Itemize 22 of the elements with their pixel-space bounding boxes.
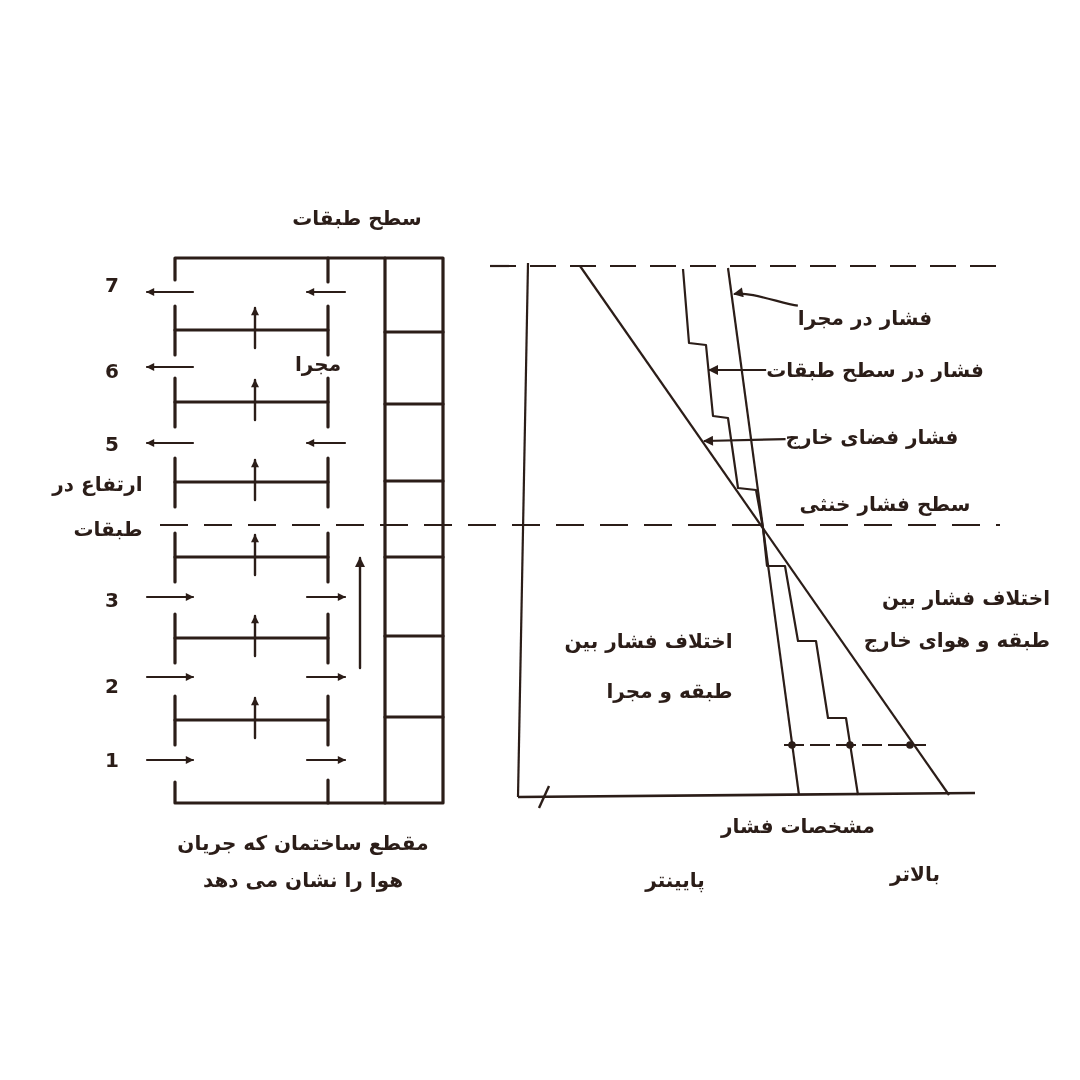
text-label: اختلاف فشار بین طبقه و هوای خارج <box>862 585 1050 654</box>
leader-line <box>733 288 799 307</box>
callout-label: فشار فضای خارج <box>785 424 959 450</box>
floor-number: 1 <box>105 747 119 773</box>
floor-number: 5 <box>105 431 119 457</box>
caption: مقطع ساختمان که جریان هوا را نشان می دهد <box>176 830 430 894</box>
text-label: سطح فشار خنثی <box>799 491 971 517</box>
floor-number: 7 <box>105 272 119 298</box>
axis-title: مشخصات فشار <box>721 813 875 839</box>
axis-title: ارتفاع در طبقات <box>50 471 143 543</box>
axis-label: پایینتر <box>645 867 705 893</box>
text-label: اختلاف فشار بین طبقه و مجرا <box>563 628 733 705</box>
axis-label: بالاتر <box>890 861 940 887</box>
callout-label: فشار در سطح طبقات <box>766 357 984 383</box>
callout-label: فشار در مجرا <box>797 305 933 331</box>
leader-line <box>703 435 786 446</box>
leader-line <box>708 365 767 375</box>
text-label: مجرا <box>294 351 342 377</box>
text-label: سطح طبقات <box>292 205 422 231</box>
floor-number: 6 <box>105 358 119 384</box>
floor-number: 3 <box>105 587 119 613</box>
floor-number: 2 <box>105 673 119 699</box>
